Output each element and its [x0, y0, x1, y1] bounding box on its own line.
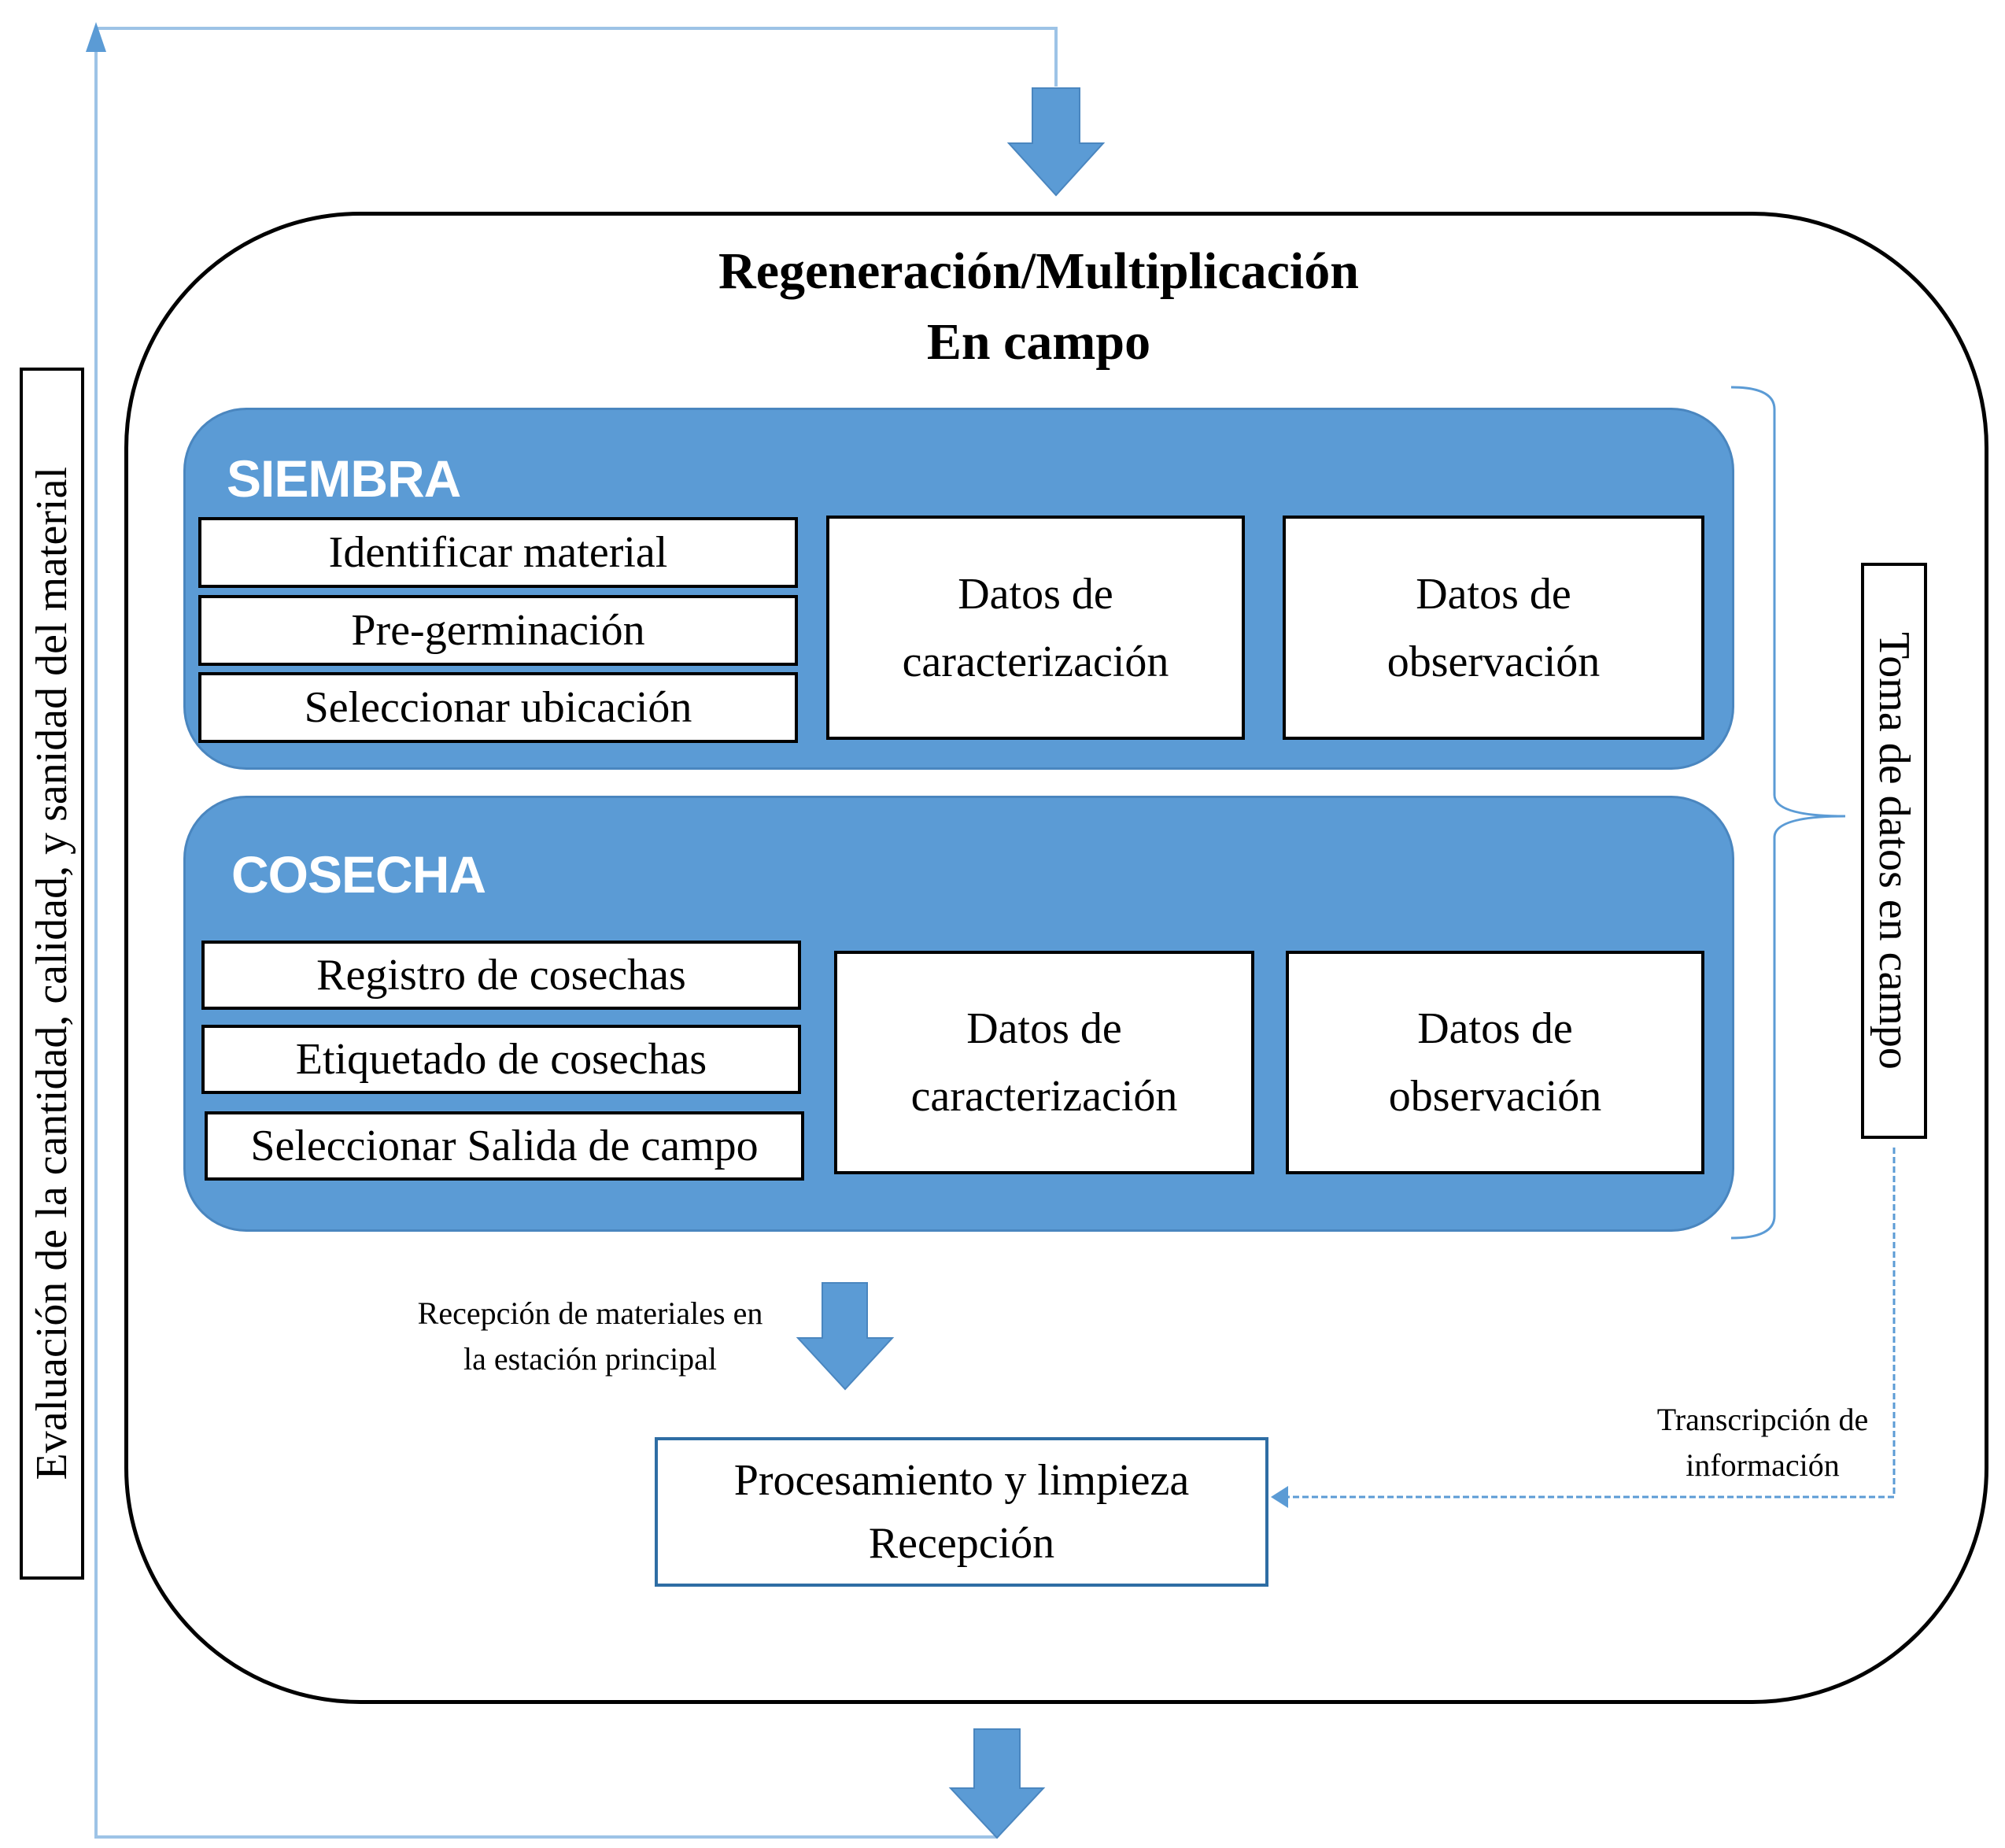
siembra-caracterizacion-box: Datos de caracterización: [826, 516, 1245, 740]
cosecha-observacion-box: Datos de observación: [1286, 951, 1704, 1174]
diagram-title: Regeneración/Multiplicación En campo: [393, 236, 1684, 378]
reception-arrow-icon: [796, 1282, 895, 1391]
transcripcion-line-2: información: [1686, 1447, 1840, 1483]
cosecha-step-1: Registro de cosechas: [201, 941, 801, 1010]
box-text: observación: [1387, 637, 1601, 686]
procesamiento-line-2: Recepción: [868, 1519, 1055, 1568]
siembra-label: SIEMBRA: [227, 449, 461, 508]
cosecha-caracterizacion-box: Datos de caracterización: [834, 951, 1254, 1174]
regeneration-container: [124, 212, 1988, 1704]
evaluacion-text: Evaluación de la cantidad, calidad, y sa…: [28, 467, 76, 1480]
recepcion-line-2: la estación principal: [463, 1341, 718, 1377]
title-line-2: En campo: [926, 313, 1151, 371]
recepcion-line-1: Recepción de materiales en: [417, 1295, 763, 1331]
cosecha-step-3: Seleccionar Salida de campo: [205, 1111, 804, 1181]
siembra-step-1: Identificar material: [198, 517, 798, 588]
siembra-step-3: Seleccionar ubicación: [198, 672, 798, 743]
bottom-down-arrow-icon: [948, 1728, 1046, 1839]
top-down-arrow-icon: [1006, 87, 1106, 197]
evaluacion-box: Evaluación de la cantidad, calidad, y sa…: [20, 368, 84, 1580]
title-line-1: Regeneración/Multiplicación: [718, 242, 1359, 300]
recepcion-label: Recepción de materiales en la estación p…: [378, 1291, 803, 1382]
box-text: caracterización: [902, 637, 1169, 686]
box-text: Datos de: [1417, 1004, 1573, 1053]
cosecha-label: COSECHA: [231, 845, 486, 904]
procesamiento-box: Procesamiento y limpieza Recepción: [655, 1437, 1268, 1587]
loop-arrowhead-icon: [86, 22, 106, 52]
cosecha-step-2: Etiquetado de cosechas: [201, 1025, 801, 1094]
box-text: Datos de: [966, 1004, 1122, 1053]
siembra-step-2: Pre-germinación: [198, 595, 798, 666]
box-text: observación: [1388, 1072, 1602, 1121]
transcripcion-label: Transcripción de información: [1629, 1397, 1896, 1488]
toma-datos-text: Toma de datos en campo: [1870, 632, 1918, 1070]
transcription-arrowhead-icon: [1271, 1486, 1288, 1508]
box-text: Datos de: [1416, 569, 1571, 619]
siembra-observacion-box: Datos de observación: [1283, 516, 1704, 740]
box-text: caracterización: [910, 1072, 1178, 1121]
box-text: Datos de: [958, 569, 1113, 619]
transcripcion-line-1: Transcripción de: [1656, 1402, 1869, 1437]
toma-datos-box: Toma de datos en campo: [1861, 563, 1927, 1139]
procesamiento-line-1: Procesamiento y limpieza: [733, 1456, 1190, 1505]
